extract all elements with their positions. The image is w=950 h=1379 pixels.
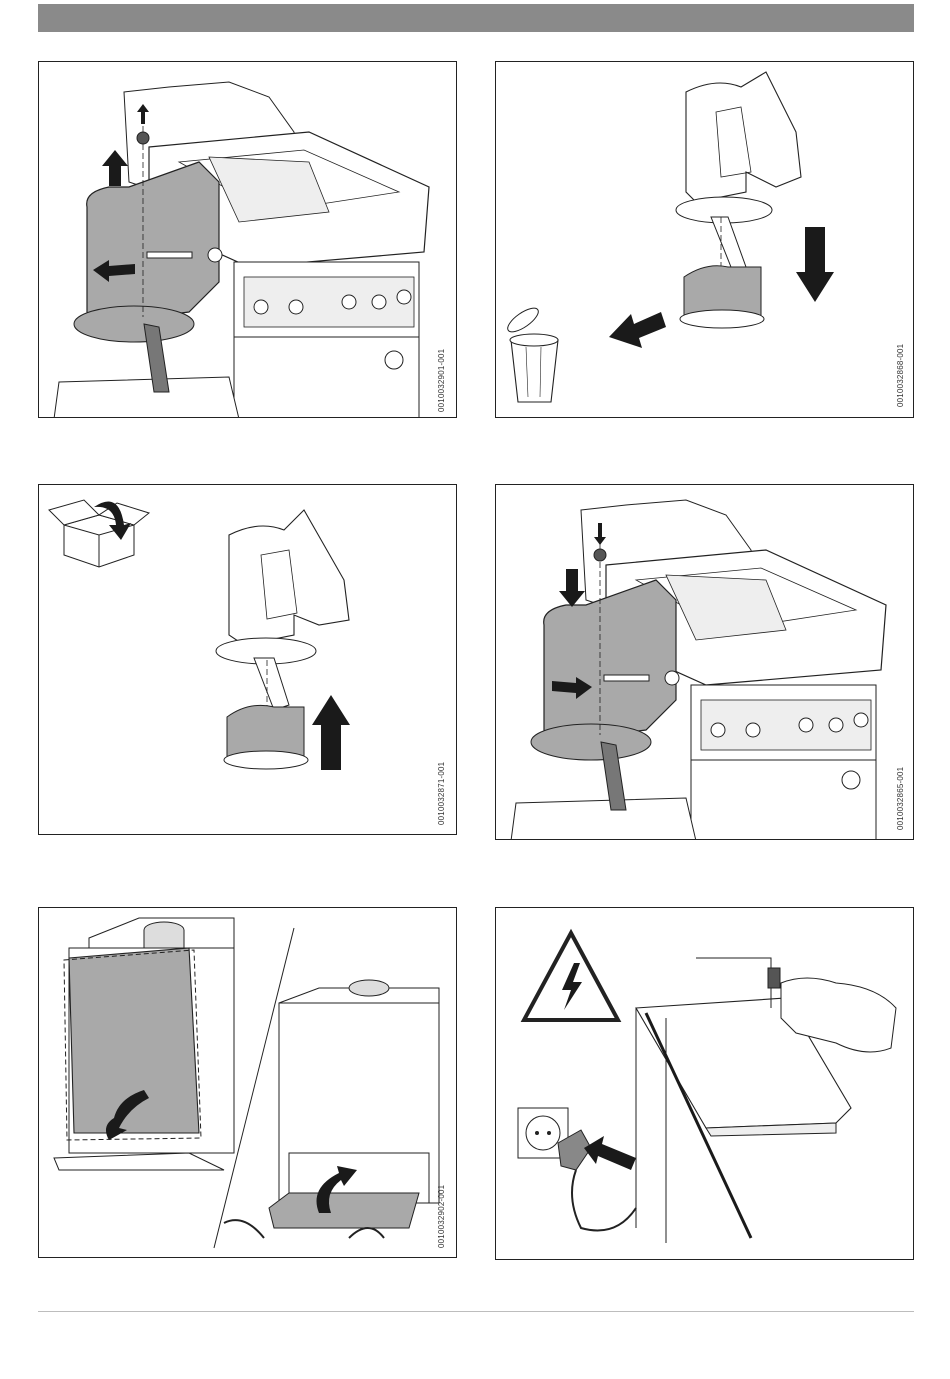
- figure-id: 0010032871-001: [437, 762, 446, 825]
- left-arrow-icon: [584, 1136, 636, 1170]
- box-icon: [49, 500, 149, 567]
- figure-panel-dispose-old-part: 0010032868-001: [495, 61, 914, 418]
- casing-illustration: [39, 908, 457, 1258]
- figure-panel-refit-fan: 0010032865-001: [495, 484, 914, 840]
- figure-id: 0010032902-001: [437, 1185, 446, 1248]
- fan-removal-illustration: [39, 62, 457, 418]
- figure-panel-install-new-part: 0010032871-001: [38, 484, 457, 835]
- figure-id: 0010032901-001: [437, 349, 446, 412]
- figure-id: 0010032868-001: [896, 344, 905, 407]
- left-arrow-icon: [609, 312, 666, 348]
- footer-rule: [38, 1311, 914, 1312]
- figure-panel-remove-fan: 0010032901-001: [38, 61, 457, 418]
- power-switch-icon: [768, 968, 780, 988]
- up-arrow-icon: [312, 695, 350, 770]
- power-illustration: [496, 908, 914, 1260]
- up-arrow-icon: [102, 150, 128, 186]
- figure-id: 0010032865-001: [896, 767, 905, 830]
- down-arrow-icon: [559, 569, 585, 607]
- header-bar: [38, 4, 914, 32]
- fan-refit-illustration: [496, 485, 914, 840]
- trash-bin-icon: [504, 304, 558, 402]
- electrical-warning-icon: [524, 933, 618, 1020]
- figure-panel-power-reconnect: [495, 907, 914, 1260]
- figure-panel-close-casing: 0010032902-001: [38, 907, 457, 1258]
- new-part-illustration: [39, 485, 457, 835]
- disposal-illustration: [496, 62, 914, 418]
- down-arrow-icon: [796, 227, 834, 302]
